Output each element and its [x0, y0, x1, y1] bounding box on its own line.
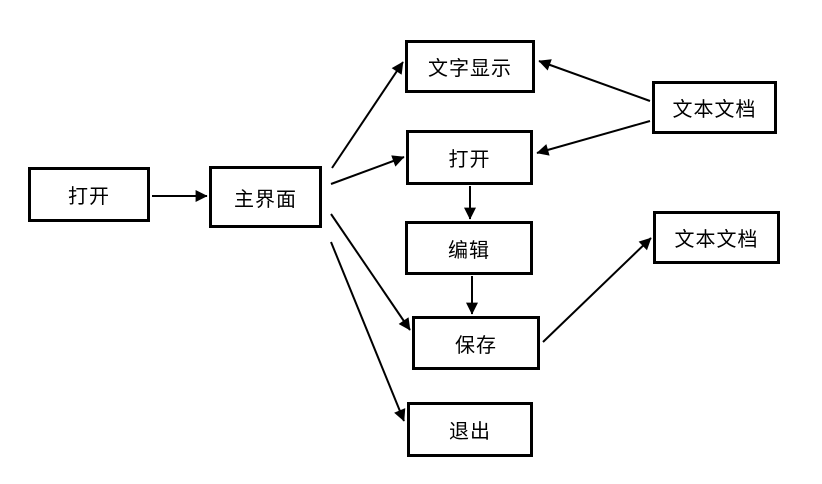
flowchart-node-text-doc-bottom: 文本文档 [653, 211, 780, 264]
arrow-main-interface-to-exit [330, 241, 406, 422]
arrow-main-interface-to-save [330, 213, 411, 331]
node-label-open-middle: 打开 [448, 149, 491, 171]
flowchart-node-edit: 编辑 [405, 221, 533, 275]
arrow-main-interface-to-text-display [331, 61, 404, 169]
flowchart-node-open-left: 打开 [28, 167, 150, 222]
node-label-text-doc-top: 文本文档 [672, 99, 757, 121]
flowchart-node-text-doc-top: 文本文档 [652, 81, 777, 134]
flowchart-node-main-interface: 主界面 [209, 166, 322, 228]
arrow-text-doc-top-to-text-display [538, 59, 651, 102]
node-label-exit: 退出 [449, 421, 491, 443]
node-label-main-interface: 主界面 [234, 188, 297, 211]
node-label-text-display: 文字显示 [428, 58, 512, 80]
flowchart-node-text-display: 文字显示 [405, 40, 535, 93]
flowchart-edges [152, 59, 652, 422]
node-label-edit: 编辑 [448, 239, 490, 262]
arrow-main-interface-to-open-middle [330, 155, 405, 185]
node-label-open-left: 打开 [68, 186, 110, 208]
node-label-save: 保存 [455, 334, 497, 357]
arrow-save-to-text-doc-bottom [542, 237, 652, 343]
flowchart-node-exit: 退出 [407, 402, 533, 457]
flowchart-node-save: 保存 [412, 316, 540, 370]
flowchart-node-open-middle: 打开 [406, 130, 533, 185]
arrow-text-doc-top-to-open-middle [536, 120, 651, 156]
node-label-text-doc-bottom: 文本文档 [674, 229, 759, 251]
